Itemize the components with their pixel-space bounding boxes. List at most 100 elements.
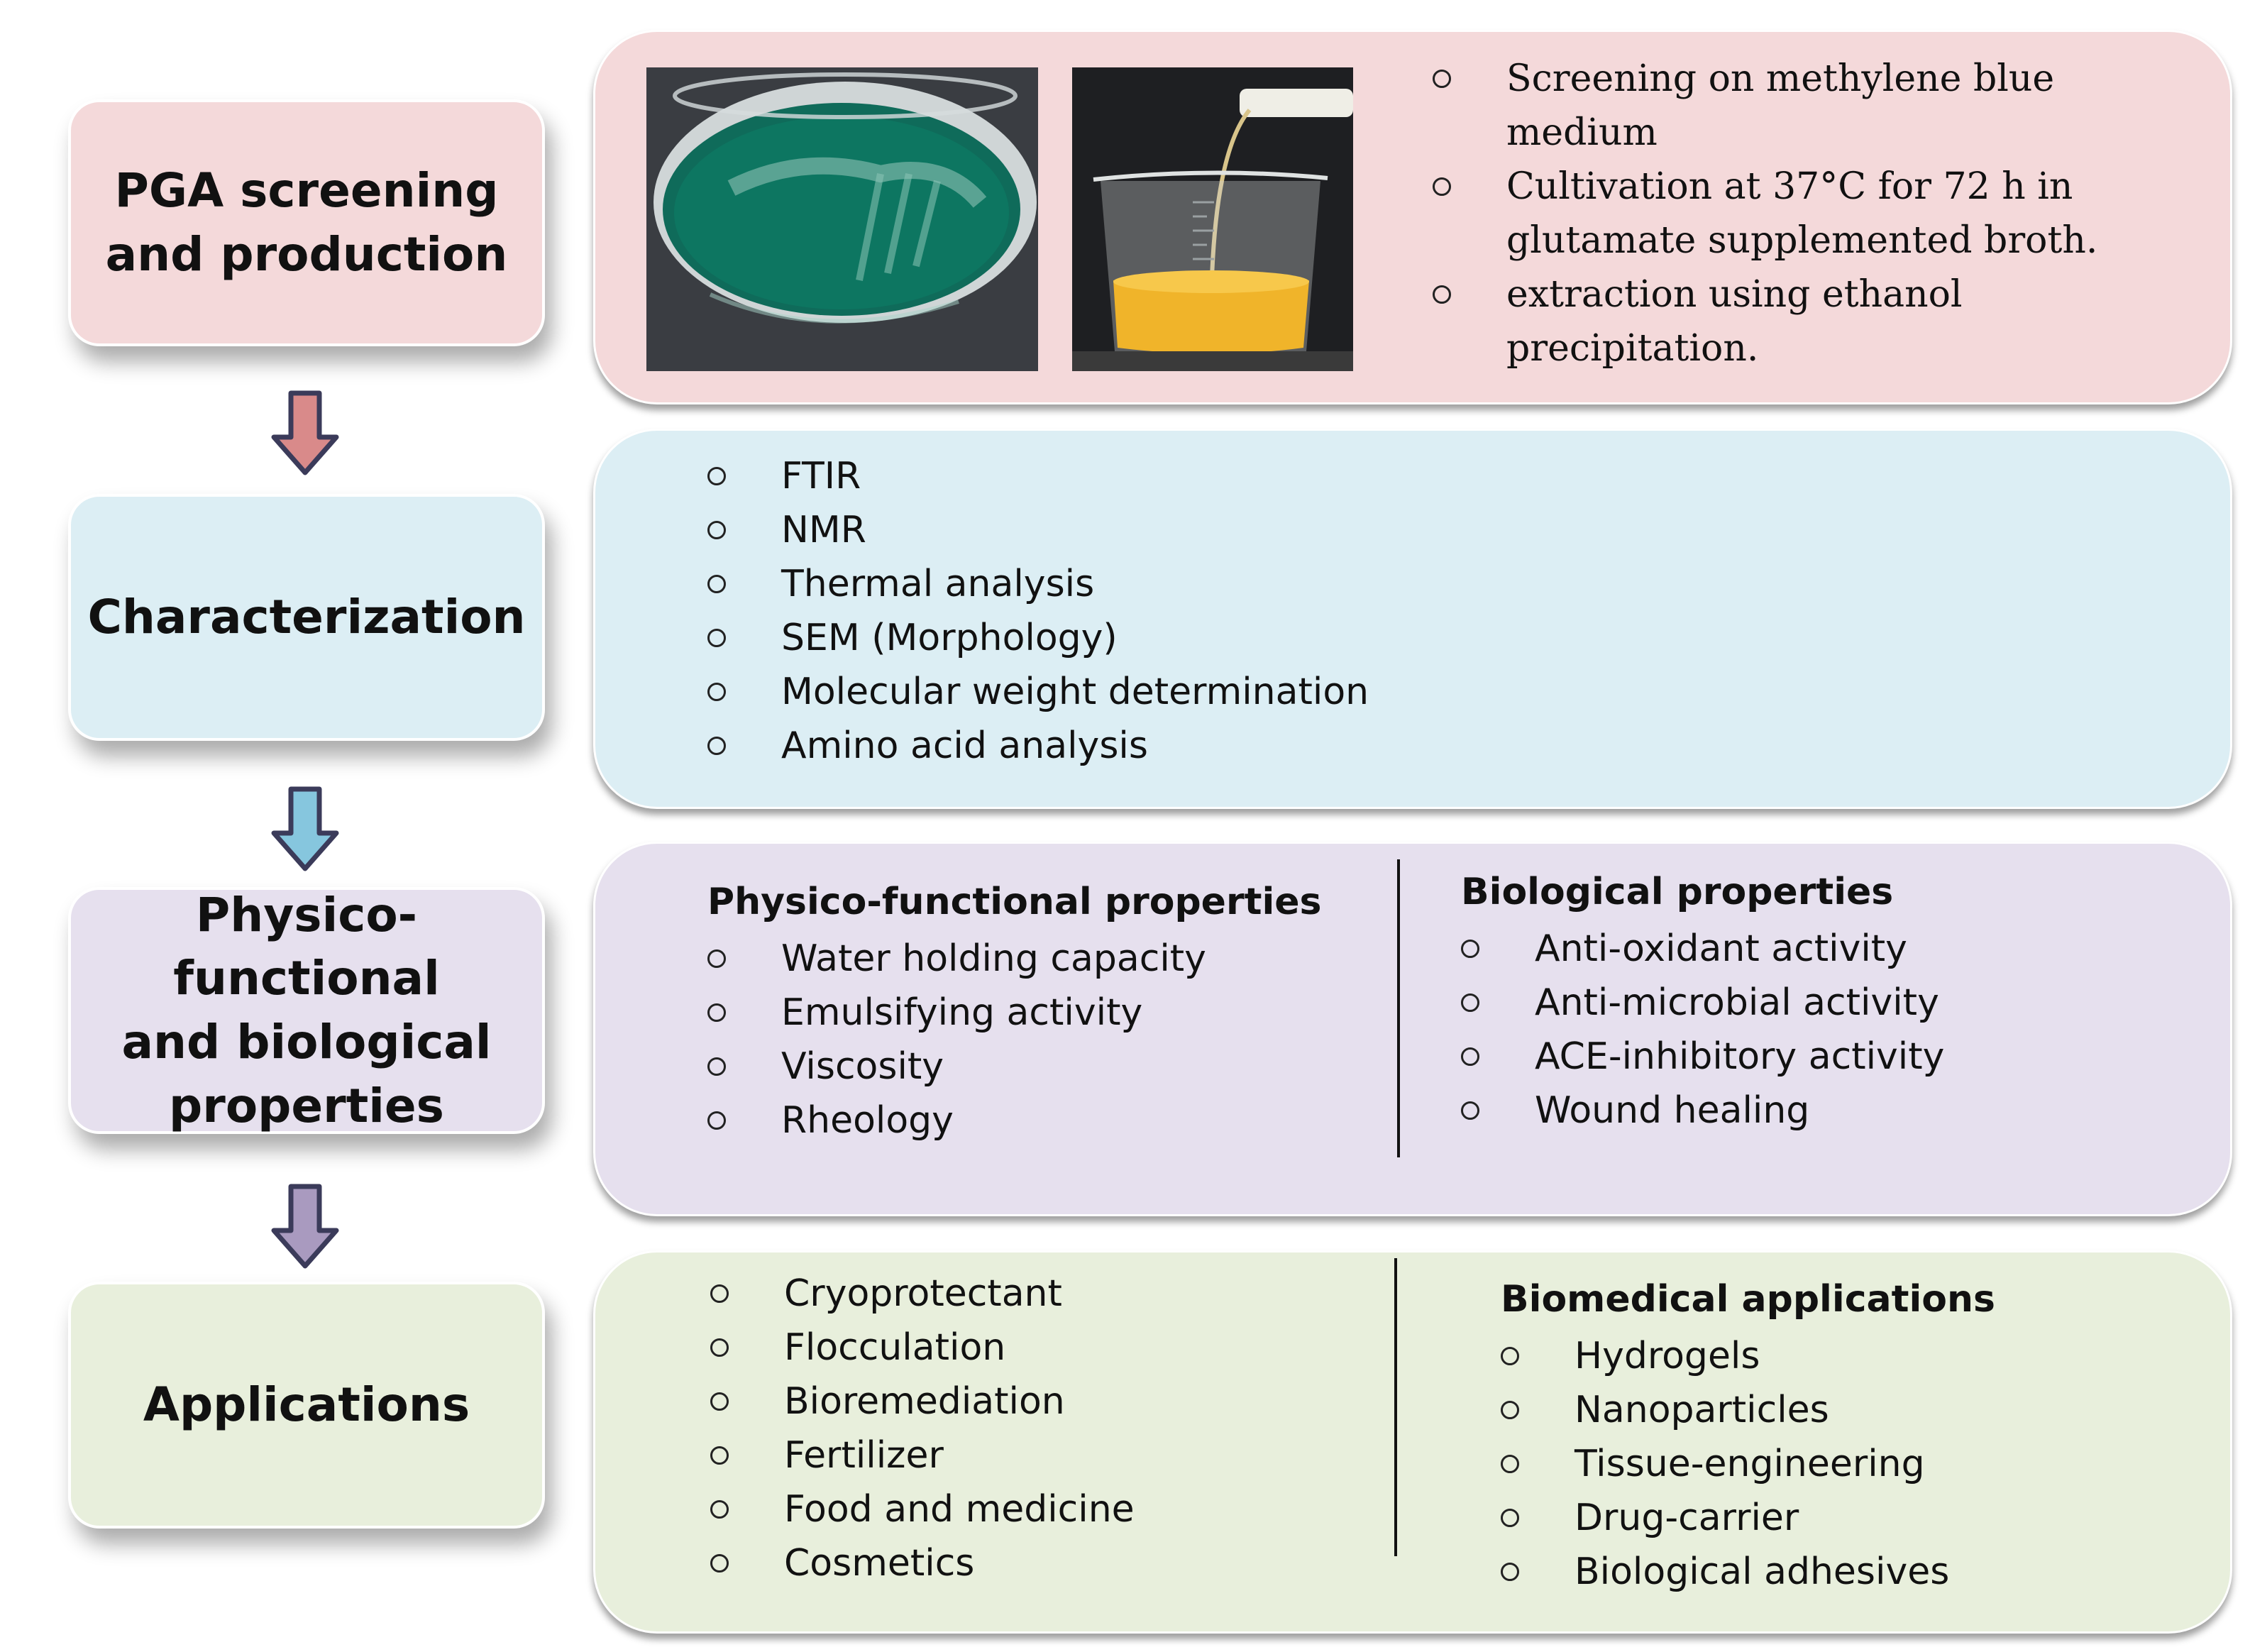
stage-properties: Physico-functional and biological proper… [68,887,545,1134]
bullet-text: Nanoparticles [1575,1389,1829,1431]
column-divider [1394,1258,1397,1556]
bullet-text: Biological adhesives [1575,1551,1950,1593]
bullet-text: Food and medicine [784,1488,1135,1531]
biomedical-applications-heading: Biomedical applications [1501,1278,1995,1321]
characterization-list: FTIR NMR Thermal analysis SEM (Morpholog… [707,449,1369,773]
list-item: Drug-carrier [1501,1491,1949,1545]
panel-applications: Cryoprotectant Flocculation Bioremediati… [593,1250,2232,1634]
panel-properties: Physico-functional properties Water hold… [593,842,2232,1216]
bullet-text: Flocculation [784,1326,1006,1369]
bullet-line: precipitation. [1506,327,1759,370]
bullet-circle-icon [707,467,726,485]
list-item: Cultivation at 37°C for 72 h in glutamat… [1433,160,2097,268]
list-item: FTIR [707,449,1369,503]
stage-label-line: Characterization [87,590,526,645]
bullet-circle-icon [707,1111,726,1130]
bullet-circle-icon [1461,1101,1479,1120]
stage-label-line: and biological [121,1015,492,1069]
down-arrow-icon [271,1184,339,1269]
list-item: extraction using ethanol precipitation. [1433,268,2097,375]
bullet-circle-icon [710,1338,729,1357]
bullet-text: Water holding capacity [781,937,1206,980]
list-item: Biological adhesives [1501,1545,1949,1599]
list-item: SEM (Morphology) [707,611,1369,665]
bullet-circle-icon [710,1446,729,1465]
list-item: Screening on methylene blue medium [1433,52,2097,160]
bullet-circle-icon [707,1057,726,1076]
bullet-line: Cultivation at 37°C for 72 h in [1506,165,2073,208]
bullet-circle-icon [1501,1563,1519,1581]
stage-label-line: Applications [143,1377,470,1433]
column-divider [1397,859,1400,1157]
list-item: Flocculation [710,1321,1135,1375]
list-item: Cosmetics [710,1536,1135,1590]
bullet-circle-icon [707,629,726,647]
list-item: Water holding capacity [707,932,1206,986]
bullet-circle-icon [1501,1509,1519,1527]
list-item: Anti-oxidant activity [1461,922,1944,976]
list-item: Amino acid analysis [707,719,1369,773]
bullet-circle-icon [1501,1401,1519,1419]
list-item: Food and medicine [710,1482,1135,1536]
stage-label-line: Physico-functional [173,887,440,1006]
stage-pga-screening: PGA screening and production [68,99,545,346]
bullet-circle-icon [707,521,726,539]
bullet-text: ACE-inhibitory activity [1535,1035,1945,1078]
bullet-text: Anti-oxidant activity [1535,927,1907,970]
list-item: Emulsifying activity [707,986,1206,1040]
list-item: Fertilizer [710,1428,1135,1482]
list-item: Thermal analysis [707,557,1369,611]
bullet-line: glutamate supplemented broth. [1506,219,2098,262]
list-item: Tissue-engineering [1501,1437,1949,1491]
list-item: Cryoprotectant [710,1267,1135,1321]
stage-label-line: PGA screening [114,163,499,219]
down-arrow-icon [271,786,339,871]
bullet-circle-icon [1433,177,1451,196]
list-item: ACE-inhibitory activity [1461,1030,1944,1084]
bullet-text: Tissue-engineering [1575,1443,1925,1485]
bullet-text: Hydrogels [1575,1335,1760,1377]
bullet-text: Molecular weight determination [781,671,1369,713]
list-item: NMR [707,503,1369,557]
bullet-line: extraction using ethanol [1506,273,1963,316]
bullet-circle-icon [1461,993,1479,1012]
bullet-text: Amino acid analysis [781,725,1148,767]
bullet-text: Viscosity [781,1045,944,1088]
beaker-photo [1072,67,1353,371]
list-item: Wound healing [1461,1084,1944,1138]
bullet-text: Cryoprotectant [784,1272,1062,1315]
down-arrow-icon [271,390,339,475]
list-item: Viscosity [707,1040,1206,1094]
stage-label-line: properties [169,1078,444,1133]
bullet-text: Anti-microbial activity [1535,981,1939,1024]
list-item: Bioremediation [710,1375,1135,1428]
list-item: Nanoparticles [1501,1383,1949,1437]
bullet-circle-icon [707,683,726,701]
bullet-text: Fertilizer [784,1434,944,1477]
stage-characterization: Characterization [68,494,545,741]
bullet-circle-icon [710,1284,729,1303]
bullet-text: FTIR [781,455,861,497]
physico-functional-heading: Physico-functional properties [707,881,1322,923]
bullet-text: NMR [781,509,866,551]
bullet-circle-icon [707,575,726,593]
list-item: Rheology [707,1094,1206,1147]
bullet-text: Emulsifying activity [781,991,1143,1034]
bullet-circle-icon [1501,1455,1519,1473]
bullet-circle-icon [707,949,726,968]
list-item: Hydrogels [1501,1329,1949,1383]
list-item: Molecular weight determination [707,665,1369,719]
bullet-circle-icon [1461,1047,1479,1066]
stage-applications: Applications [68,1282,545,1529]
petri-dish-photo [646,67,1038,371]
bullet-circle-icon [1433,285,1451,304]
stage-label-line: and production [105,227,508,282]
bullet-circle-icon [1501,1347,1519,1365]
bullet-circle-icon [707,1003,726,1022]
bullet-circle-icon [1461,940,1479,958]
bullet-text: Wound healing [1535,1089,1810,1132]
bullet-line: medium [1506,111,1658,154]
bullet-text: Cosmetics [784,1542,975,1585]
bullet-circle-icon [707,737,726,755]
bullet-circle-icon [710,1500,729,1519]
